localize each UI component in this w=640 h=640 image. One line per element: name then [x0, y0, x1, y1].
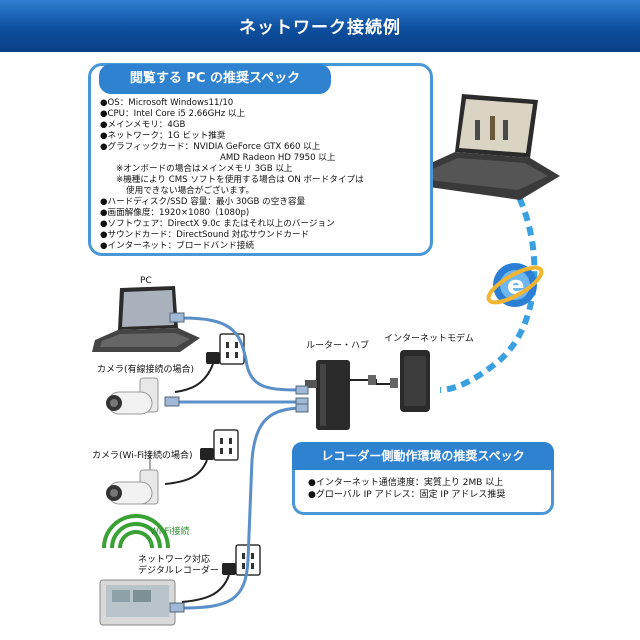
- wifi-label: Wi-Fi接続: [150, 527, 190, 537]
- pc-label: PC: [140, 276, 152, 286]
- laptop-top-icon: [415, 94, 560, 200]
- pc-spec-list: ●OS：Microsoft Windows11/10 ●CPU：Intel Co…: [100, 98, 430, 252]
- spec-line: ●ソフトウェア：DirectX 9.0c またはそれ以上のバージョン: [100, 219, 335, 229]
- lan-cables: [175, 316, 306, 610]
- spec-line: AMD Radeon HD 7950 以上: [220, 153, 336, 163]
- power-outlet-1-icon: [174, 333, 245, 393]
- modem-label: インターネットモデム: [384, 334, 474, 344]
- pc-spec-panel: [88, 63, 433, 256]
- spec-line: ●グラフィックカード：NVIDIA GeForce GTX 660 以上: [100, 142, 321, 152]
- power-outlet-2-icon: [164, 429, 239, 485]
- recorder-label-2: デジタルレコーダー: [138, 566, 219, 576]
- spec-note: ※機種により CMS ソフトを使用する場合は ON ボードタイプは: [116, 175, 364, 185]
- recorder-label-1: ネットワーク対応: [138, 555, 211, 565]
- camera-wifi-label: カメラ(Wi-Fi接続の場合): [92, 451, 193, 461]
- spec-note: ※オンボードの場合はメインメモリ 3GB 以上: [116, 164, 293, 174]
- header-bar: ネットワーク接続例: [0, 0, 640, 52]
- wifi-camera-icon: [106, 452, 159, 505]
- spec-line: ●ネットワーク：1G ビット推奨: [100, 131, 226, 141]
- recorder-spec-list: ●インターネット通信速度：実質上り 2MB 以上 ●グローバル IP アドレス：…: [308, 477, 505, 501]
- recorder-spec-line: ●インターネット通信速度：実質上り 2MB 以上: [308, 478, 504, 488]
- wifi-signal-icon: [102, 514, 170, 549]
- camera-wired-label: カメラ(有線接続の場合): [97, 365, 195, 375]
- recorder-spec-title: レコーダー側動作環境の推奨スペック: [292, 442, 554, 470]
- pc-spec-title: 閲覧する PC の推奨スペック: [99, 64, 331, 94]
- lan-connectors: [164, 312, 309, 613]
- spec-line: ●サウンドカード：DirectSound 対応サウンドカード: [100, 230, 310, 240]
- router-hub-icon: [305, 360, 350, 430]
- page-title: ネットワーク接続例: [239, 18, 401, 38]
- recorder-spec-line: ●グローバル IP アドレス：固定 IP アドレス推奨: [308, 490, 506, 500]
- spec-line: ●ハードディスク/SSD 容量：最小 30GB の空き容量: [100, 197, 306, 207]
- spec-line: ●メインメモリ：4GB: [100, 120, 186, 130]
- recorder-monitor-icon: [99, 579, 176, 626]
- internet-dashed-link: [439, 170, 538, 393]
- router-label: ルーター・ハブ: [306, 341, 370, 351]
- spec-note: 使用できない場合がございます。: [126, 186, 255, 196]
- pc-laptop-icon: [92, 286, 200, 352]
- internet-modem-icon: [400, 350, 430, 412]
- spec-line: ●OS：Microsoft Windows11/10: [100, 98, 234, 108]
- spec-line: ●画面解像度：1920×1080（1080p): [100, 208, 250, 218]
- spec-line: ●インターネット：ブロードバンド接続: [100, 241, 255, 251]
- wired-camera-icon: [106, 377, 159, 415]
- internet-explorer-icon: e: [486, 263, 544, 307]
- spec-line: ●CPU：Intel Core i5 2.66GHz 以上: [100, 109, 246, 119]
